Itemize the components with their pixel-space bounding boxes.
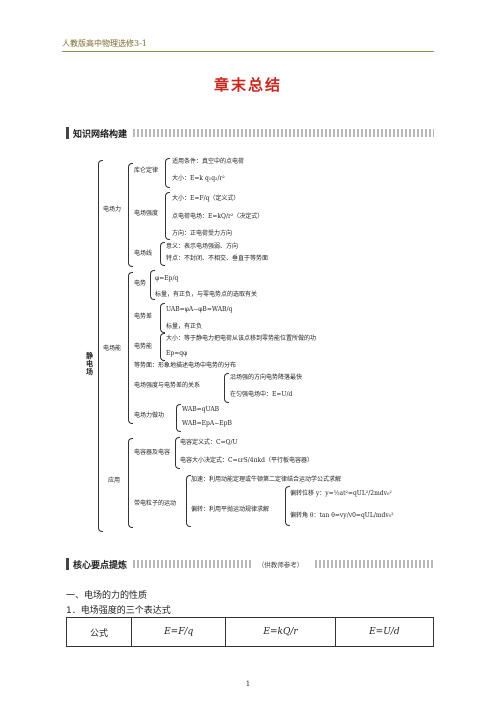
charged-particle-motion: 带电粒子的运动 bbox=[134, 500, 177, 507]
page-number: 1 bbox=[245, 680, 251, 688]
potential-energy: 电势能 bbox=[134, 343, 153, 350]
work-formula-1: WAB=qUAB bbox=[182, 406, 220, 413]
running-header: 人教版高中物理选修3-1 bbox=[62, 39, 147, 48]
branch-application: 应用 bbox=[108, 477, 121, 484]
coulomb-law: 库仑定律 bbox=[134, 167, 159, 174]
equipotential-surface: 等势面：形象地描述电场中电势的分布 bbox=[134, 362, 237, 369]
capacitor-brace bbox=[175, 437, 180, 469]
potential-diff-brace bbox=[160, 303, 165, 333]
branch-energy: 电场能 bbox=[103, 345, 122, 352]
formula-definition: E=F/q bbox=[130, 617, 227, 647]
section-bar-core: 核心要点提炼 （供教师参考） bbox=[66, 557, 435, 571]
potential-energy-text: 大小：等于静电力把电荷从该点移到零势能位置所做的功 bbox=[166, 335, 317, 342]
field-lines-brace bbox=[160, 242, 165, 266]
section-marker bbox=[66, 558, 69, 570]
section-title: 知识网络构建 bbox=[73, 129, 128, 140]
potential-formula: φ=Ep/q bbox=[155, 275, 179, 282]
section-bar-knowledge: 知识网络构建 bbox=[66, 126, 434, 140]
relation-brace bbox=[224, 373, 229, 403]
potential: 电势 bbox=[134, 280, 147, 287]
section-marker bbox=[66, 127, 69, 139]
deflection-angle: 偏转角 θ：tan θ=vy/v0=qUL/mdv₀² bbox=[290, 512, 394, 519]
formula-table: 公式 E=F/q E=kQ/r E=U/d bbox=[66, 617, 435, 647]
acceleration-method: 加速：利用动能定理或牛顿第二定律结合运动学公式求解 bbox=[191, 476, 342, 483]
page-title: 章末总结 bbox=[213, 76, 282, 94]
potential-energy-formula: Ep=qφ bbox=[166, 350, 188, 357]
formula-point-charge: E=kQ/r bbox=[225, 617, 336, 647]
root-brace bbox=[98, 160, 103, 532]
relation-uniform-field: 在匀强电场中：E=U/d bbox=[230, 391, 293, 398]
heading-electric-force: 一、电场的力的性质 bbox=[66, 591, 148, 601]
branch-force: 电场力 bbox=[103, 206, 122, 213]
capacitance-determinant: 电容大小决定式：C=εrS/4πkd（平行板电容器） bbox=[180, 457, 313, 464]
coulomb-condition: 适用条件：真空中的点电荷 bbox=[172, 158, 245, 165]
section-title: 核心要点提炼 bbox=[73, 560, 128, 571]
potential-scalar: 标量，有正负，与零电势点的选取有关 bbox=[155, 291, 258, 298]
point-charge-field: 点电荷电场：E=kQ/r²（决定式） bbox=[172, 213, 264, 220]
deflection-method: 偏转：利用平抛运动规律求解 bbox=[191, 506, 270, 513]
coulomb-magnitude: 大小：E=k q₁q₂/r² bbox=[172, 175, 225, 182]
work-brace bbox=[176, 404, 181, 432]
field-strength-brace bbox=[165, 192, 170, 240]
field-strength: 电场强度 bbox=[134, 210, 159, 217]
field-force-work: 电场力做功 bbox=[134, 412, 165, 419]
table-label-cell: 公式 bbox=[66, 617, 132, 647]
root-label: 静 电 场 bbox=[86, 351, 93, 376]
field-lines-property: 特点：不封闭、不相交、垂直于等势面 bbox=[166, 255, 269, 262]
field-direction: 方向：正电荷受力方向 bbox=[172, 230, 233, 237]
heading-field-expressions: 1．电场强度的三个表达式 bbox=[66, 606, 171, 616]
deflection-displacement: 偏转位移 y：y=½at²=qUL²/2mdv₀² bbox=[290, 490, 392, 497]
force-brace bbox=[128, 163, 133, 267]
potential-diff-scalar: 标量，有正负 bbox=[166, 323, 203, 330]
potential-brace bbox=[150, 270, 155, 300]
potential-diff-formula: UAB=φA−φB=WAB/q bbox=[166, 306, 233, 313]
deflection-brace bbox=[285, 486, 290, 526]
field-lines: 电场线 bbox=[134, 250, 153, 257]
header-rule bbox=[62, 51, 434, 52]
formula-uniform-field: E=U/d bbox=[334, 617, 435, 647]
capacitor: 电容器及电容 bbox=[134, 449, 171, 456]
table-row: 公式 E=F/q E=kQ/r E=U/d bbox=[66, 617, 435, 647]
section-fill bbox=[133, 129, 434, 137]
potential-energy-brace bbox=[160, 333, 165, 361]
potential-difference: 电势差 bbox=[134, 313, 153, 320]
capacitance-definition: 电容定义式：C=Q/U bbox=[180, 439, 238, 446]
teacher-note: （供教师参考） bbox=[257, 561, 304, 569]
field-lines-meaning: 意义：表示电场强弱、方向 bbox=[166, 243, 239, 250]
work-formula-2: WAB=EpA−EpB bbox=[182, 420, 232, 427]
coulomb-brace bbox=[165, 158, 170, 188]
section-fill bbox=[133, 560, 252, 568]
field-potential-relation: 电场强度与电势差的关系 bbox=[134, 382, 201, 389]
energy-brace bbox=[128, 272, 133, 424]
field-definition: 大小：E=F/q（定义式） bbox=[172, 195, 240, 202]
motion-brace bbox=[186, 475, 191, 527]
application-brace bbox=[128, 438, 133, 528]
section-fill bbox=[315, 560, 435, 568]
relation-fastest-drop: 沿场强的方向电势降落最快 bbox=[230, 374, 303, 381]
